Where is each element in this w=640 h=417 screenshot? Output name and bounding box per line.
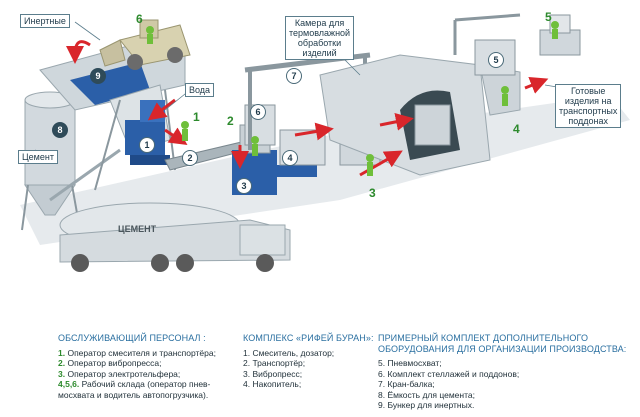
- worker-number-3: 3: [369, 186, 376, 200]
- legend-item: 4,5,6. Рабочий склада (оператор пнев-: [58, 379, 211, 389]
- badge-8: 8: [52, 122, 68, 138]
- legend-item: 9. Бункер для инертных.: [378, 400, 475, 410]
- badge-7: 7: [286, 68, 302, 84]
- legend-item: 3. Оператор электротельфера;: [58, 368, 181, 379]
- legend-item: 2. Транспортёр;: [243, 358, 306, 368]
- legend-extra-title: ПРИМЕРНЫЙ КОМПЛЕКТ ДОПОЛНИТЕЛЬНОГО ОБОРУ…: [378, 333, 627, 354]
- legend-complex: КОМПЛЕКС «РИФЕЙ БУРАН»: 1. Смеситель, до…: [243, 333, 374, 390]
- finished-goods-area: [453, 13, 581, 76]
- legend-item: мосхвата и водитель автопогрузчика).: [58, 389, 209, 400]
- cement-silo: [21, 91, 121, 231]
- badge-4: 4: [282, 150, 298, 166]
- cement-truck: [59, 202, 291, 272]
- legend-item: 3. Вибропресс;: [243, 368, 303, 379]
- legend-item: 1. Оператор смесителя и транспортёра;: [58, 347, 216, 358]
- legend-item: 6. Комплект стеллажей и поддонов;: [378, 368, 520, 379]
- badge-5: 5: [488, 52, 504, 68]
- legend-item: 4. Накопитель;: [243, 379, 302, 389]
- label-ready-products: Готовые изделия на транспортных поддонах: [555, 84, 622, 128]
- process-arrows: [66, 40, 549, 177]
- badge-2: 2: [182, 150, 198, 166]
- wheel-loader: [99, 19, 191, 70]
- label-inertnye: Инертные: [20, 14, 70, 28]
- badge-1: 1: [139, 137, 155, 153]
- badge-9: 9: [90, 68, 106, 84]
- legend-item: 8. Ёмкость для цемента;: [378, 389, 475, 400]
- worker-number-6: 6: [136, 12, 143, 26]
- production-scene: ЦЕМЕНТ: [20, 13, 630, 272]
- worker-number-1: 1: [193, 110, 200, 124]
- badge-3: 3: [236, 178, 252, 194]
- badge-6: 6: [250, 104, 266, 120]
- legend-complex-title: КОМПЛЕКС «РИФЕЙ БУРАН»:: [243, 333, 374, 343]
- legend-personnel-title: ОБСЛУЖИВАЮЩИЙ ПЕРСОНАЛ :: [58, 333, 206, 343]
- label-cement: Цемент: [18, 150, 58, 164]
- truck-text: ЦЕМЕНТ: [118, 224, 157, 234]
- legend-item: 5. Пневмосхват;: [378, 358, 442, 368]
- legend-extra: ПРИМЕРНЫЙ КОМПЛЕКТ ДОПОЛНИТЕЛЬНОГО ОБОРУ…: [378, 333, 626, 411]
- legend-personnel: ОБСЛУЖИВАЮЩИЙ ПЕРСОНАЛ : 1. Оператор сме…: [58, 333, 216, 400]
- label-voda: Вода: [185, 83, 215, 97]
- worker-number-2: 2: [227, 114, 234, 128]
- worker-number-4: 4: [513, 122, 520, 136]
- worker-number-5: 5: [545, 10, 552, 24]
- label-camera: Камера для термовлажной обработки издели…: [285, 16, 355, 60]
- legend-item: 2. Оператор вибропресса;: [58, 358, 162, 368]
- legend-item: 1. Смеситель, дозатор;: [243, 347, 335, 358]
- workers: [146, 21, 559, 176]
- legend-item: 7. Кран-балка;: [378, 379, 435, 389]
